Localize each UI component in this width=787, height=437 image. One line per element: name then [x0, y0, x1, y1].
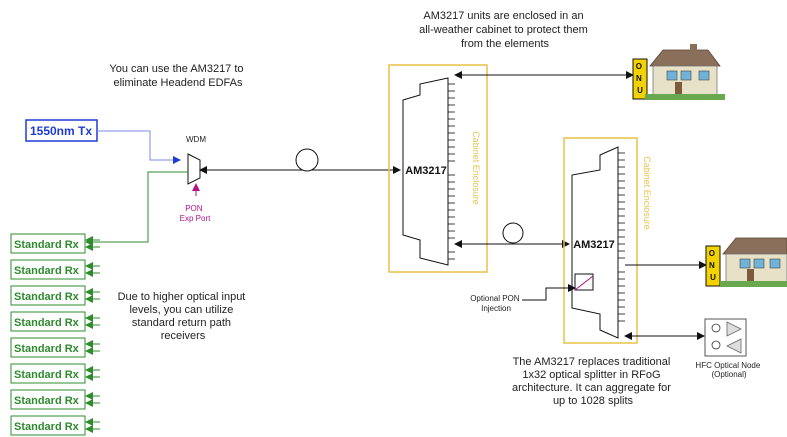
- standard-rx-label: Standard Rx: [14, 265, 80, 277]
- wdm-coupler: [187, 153, 201, 185]
- onu-box-2: [705, 245, 721, 287]
- standard-rx-label: Standard Rx: [14, 369, 80, 381]
- standard-rx-label: Standard Rx: [14, 343, 80, 355]
- standard-rx-label: Standard Rx: [14, 317, 80, 329]
- tx-to-wdm-line: [97, 130, 181, 164]
- cabinet-enclosure-1: [388, 64, 488, 273]
- house-icon: [645, 44, 725, 100]
- standard-rx-label: Standard Rx: [14, 395, 80, 407]
- optional-pon-line: [522, 284, 576, 301]
- wdm-to-rx-line: [85, 171, 188, 246]
- onu-label-2: O N U: [709, 249, 717, 282]
- note-splitter: The AM3217 replaces traditional 1x32 opt…: [512, 356, 674, 407]
- hfc-node-label: HFC Optical Node (Optional): [695, 361, 762, 379]
- wdm-label: WDM: [186, 135, 206, 144]
- am3217-2-port-ticks: [618, 152, 625, 322]
- standard-rx-label: Standard Rx: [14, 291, 80, 303]
- fiber-spool-2: [502, 222, 524, 244]
- standard-rx-3: Standard Rx: [10, 285, 100, 306]
- hfc-node-amp-forward-icon: [726, 321, 742, 337]
- cabinet-enclosure-2-label: Cabinet Enclosure: [642, 156, 652, 230]
- note-eliminate-edfa: You can use the AM3217 to eliminate Head…: [109, 63, 246, 89]
- standard-rx-8: Standard Rx: [10, 415, 100, 436]
- optional-pon-label: Optional PON Injection: [470, 294, 522, 313]
- standard-rx-2: Standard Rx: [10, 259, 100, 280]
- standard-rx-7: Standard Rx: [10, 389, 100, 410]
- standard-rx-6: Standard Rx: [10, 363, 100, 384]
- tx-label: 1550nm Tx: [30, 124, 92, 138]
- cabinet-enclosure-1-label: Cabinet Enclosure: [471, 131, 481, 205]
- standard-rx-list: Standard Rx Standard Rx Standard Rx Standar…: [10, 233, 100, 436]
- standard-rx-4: Standard Rx: [10, 311, 100, 332]
- hfc-node-amp-return-icon: [726, 338, 742, 354]
- onu-box-1: [632, 58, 648, 100]
- am3217-unit-1: [402, 77, 449, 266]
- am3217-1-port-ticks: [448, 83, 455, 260]
- standard-rx-5: Standard Rx: [10, 337, 100, 358]
- standard-rx-label: Standard Rx: [14, 421, 80, 433]
- pon-port-label: PON Exp Port: [180, 204, 211, 223]
- onu-label-1: O N U: [636, 62, 644, 95]
- pon-injection-coupler-diag: [574, 275, 594, 291]
- cabinet-enclosure-2: [563, 137, 638, 344]
- note-return-path: Due to higher optical input levels, you …: [118, 291, 249, 342]
- hfc-node-transmitter-icon: [711, 340, 721, 350]
- standard-rx-1: Standard Rx: [10, 233, 100, 254]
- standard-rx-label: Standard Rx: [14, 239, 80, 251]
- note-cabinet: AM3217 units are enclosed in an all-weat…: [419, 10, 591, 50]
- hfc-node-receiver-icon: [711, 323, 721, 333]
- house-icon-2: [720, 237, 787, 287]
- fiber-spool-1: [295, 148, 319, 172]
- am3217-label-2: AM3217: [573, 239, 615, 251]
- am3217-label-1: AM3217: [405, 165, 447, 177]
